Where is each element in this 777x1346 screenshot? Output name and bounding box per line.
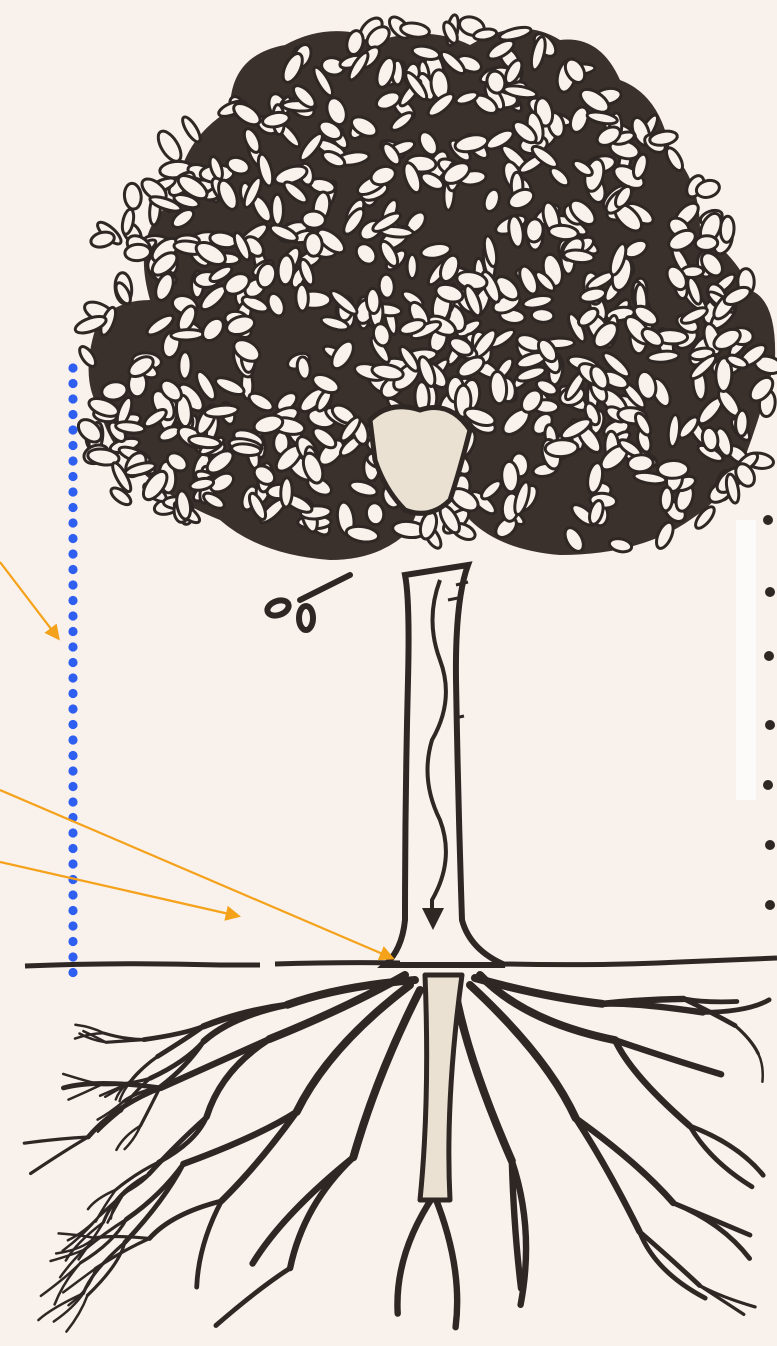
marker-dot [68,751,77,760]
leaf [407,254,417,278]
leaf [525,218,545,243]
leaf [179,352,192,380]
leaf [277,255,294,286]
leaf [280,478,292,508]
leaf [366,288,381,314]
marker-dot [68,642,77,651]
root-branch [434,1195,457,1327]
root-branch [253,1157,354,1263]
marker-dot [68,658,77,667]
marker-dot [68,363,77,372]
root-branch [576,1118,640,1231]
leaf [695,235,718,250]
twig [265,575,350,630]
taproot [420,975,462,1200]
leaf [531,308,554,323]
marker-dot [68,844,77,853]
root-branch [83,1243,124,1294]
tree-trunk [385,565,505,965]
root-branch [216,1268,290,1325]
marker-dot [68,828,77,837]
leaf [627,454,654,473]
marker-dot [68,797,77,806]
marker-dot [68,487,77,496]
marker-dot [68,968,77,977]
leaf [378,274,395,299]
leaf [171,329,204,341]
leaf [154,127,186,164]
marker-dot [68,503,77,512]
leaf [89,230,116,250]
marker-dot [68,921,77,930]
leaf [123,183,142,210]
marker-dot [68,766,77,775]
marker-dot [68,394,77,403]
leaf [735,410,749,437]
marker-dot [68,580,77,589]
marker-dot [68,890,77,899]
margin-marks [736,515,775,910]
marker-dot [68,456,77,465]
root-branch [290,1157,353,1268]
arrow-to-ground-line [0,862,238,916]
leaf [301,210,326,229]
marker-dot [68,611,77,620]
arrow-to-trunk-base [0,790,392,958]
root-branch [104,1033,144,1040]
marker-dot [68,735,77,744]
leaf [545,439,579,457]
root-branch [75,1025,103,1033]
leaf [304,232,322,256]
marker-dot [68,673,77,682]
marker-dot [68,596,77,605]
marker-dot [68,906,77,915]
leaf [501,461,520,493]
leaf [179,115,203,145]
marker-dot [68,689,77,698]
marker-dot [68,472,77,481]
leaf [660,487,674,512]
arrow-to-crown [0,562,58,638]
root-branch [640,1232,700,1286]
annotation-arrows [0,562,392,958]
marker-dot [68,859,77,868]
root-branch [758,1054,763,1082]
leaf [271,194,283,225]
marker-dot [68,441,77,450]
marker-dot [68,410,77,419]
marker-dot [68,379,77,388]
marker-dot [68,952,77,961]
root-branch [353,990,420,1157]
height-marker-dotted-line [68,363,77,977]
marker-dot [68,720,77,729]
root-system [24,975,769,1332]
root-branch [602,1004,703,1013]
root-branch [576,1118,674,1203]
marker-dot [68,534,77,543]
tree-crown [73,13,777,560]
marker-dot [68,565,77,574]
marker-dot [68,425,77,434]
marker-dot [68,782,77,791]
root-branch [735,1026,758,1054]
marker-dot [68,937,77,946]
marker-dot [68,518,77,527]
leaf [124,244,151,262]
root-branch [197,1201,222,1287]
marker-dot [68,627,77,636]
marker-dot [68,704,77,713]
marker-dot [68,549,77,558]
root-branch [222,1112,297,1201]
root-branch [397,1195,434,1314]
leaf [295,284,308,311]
